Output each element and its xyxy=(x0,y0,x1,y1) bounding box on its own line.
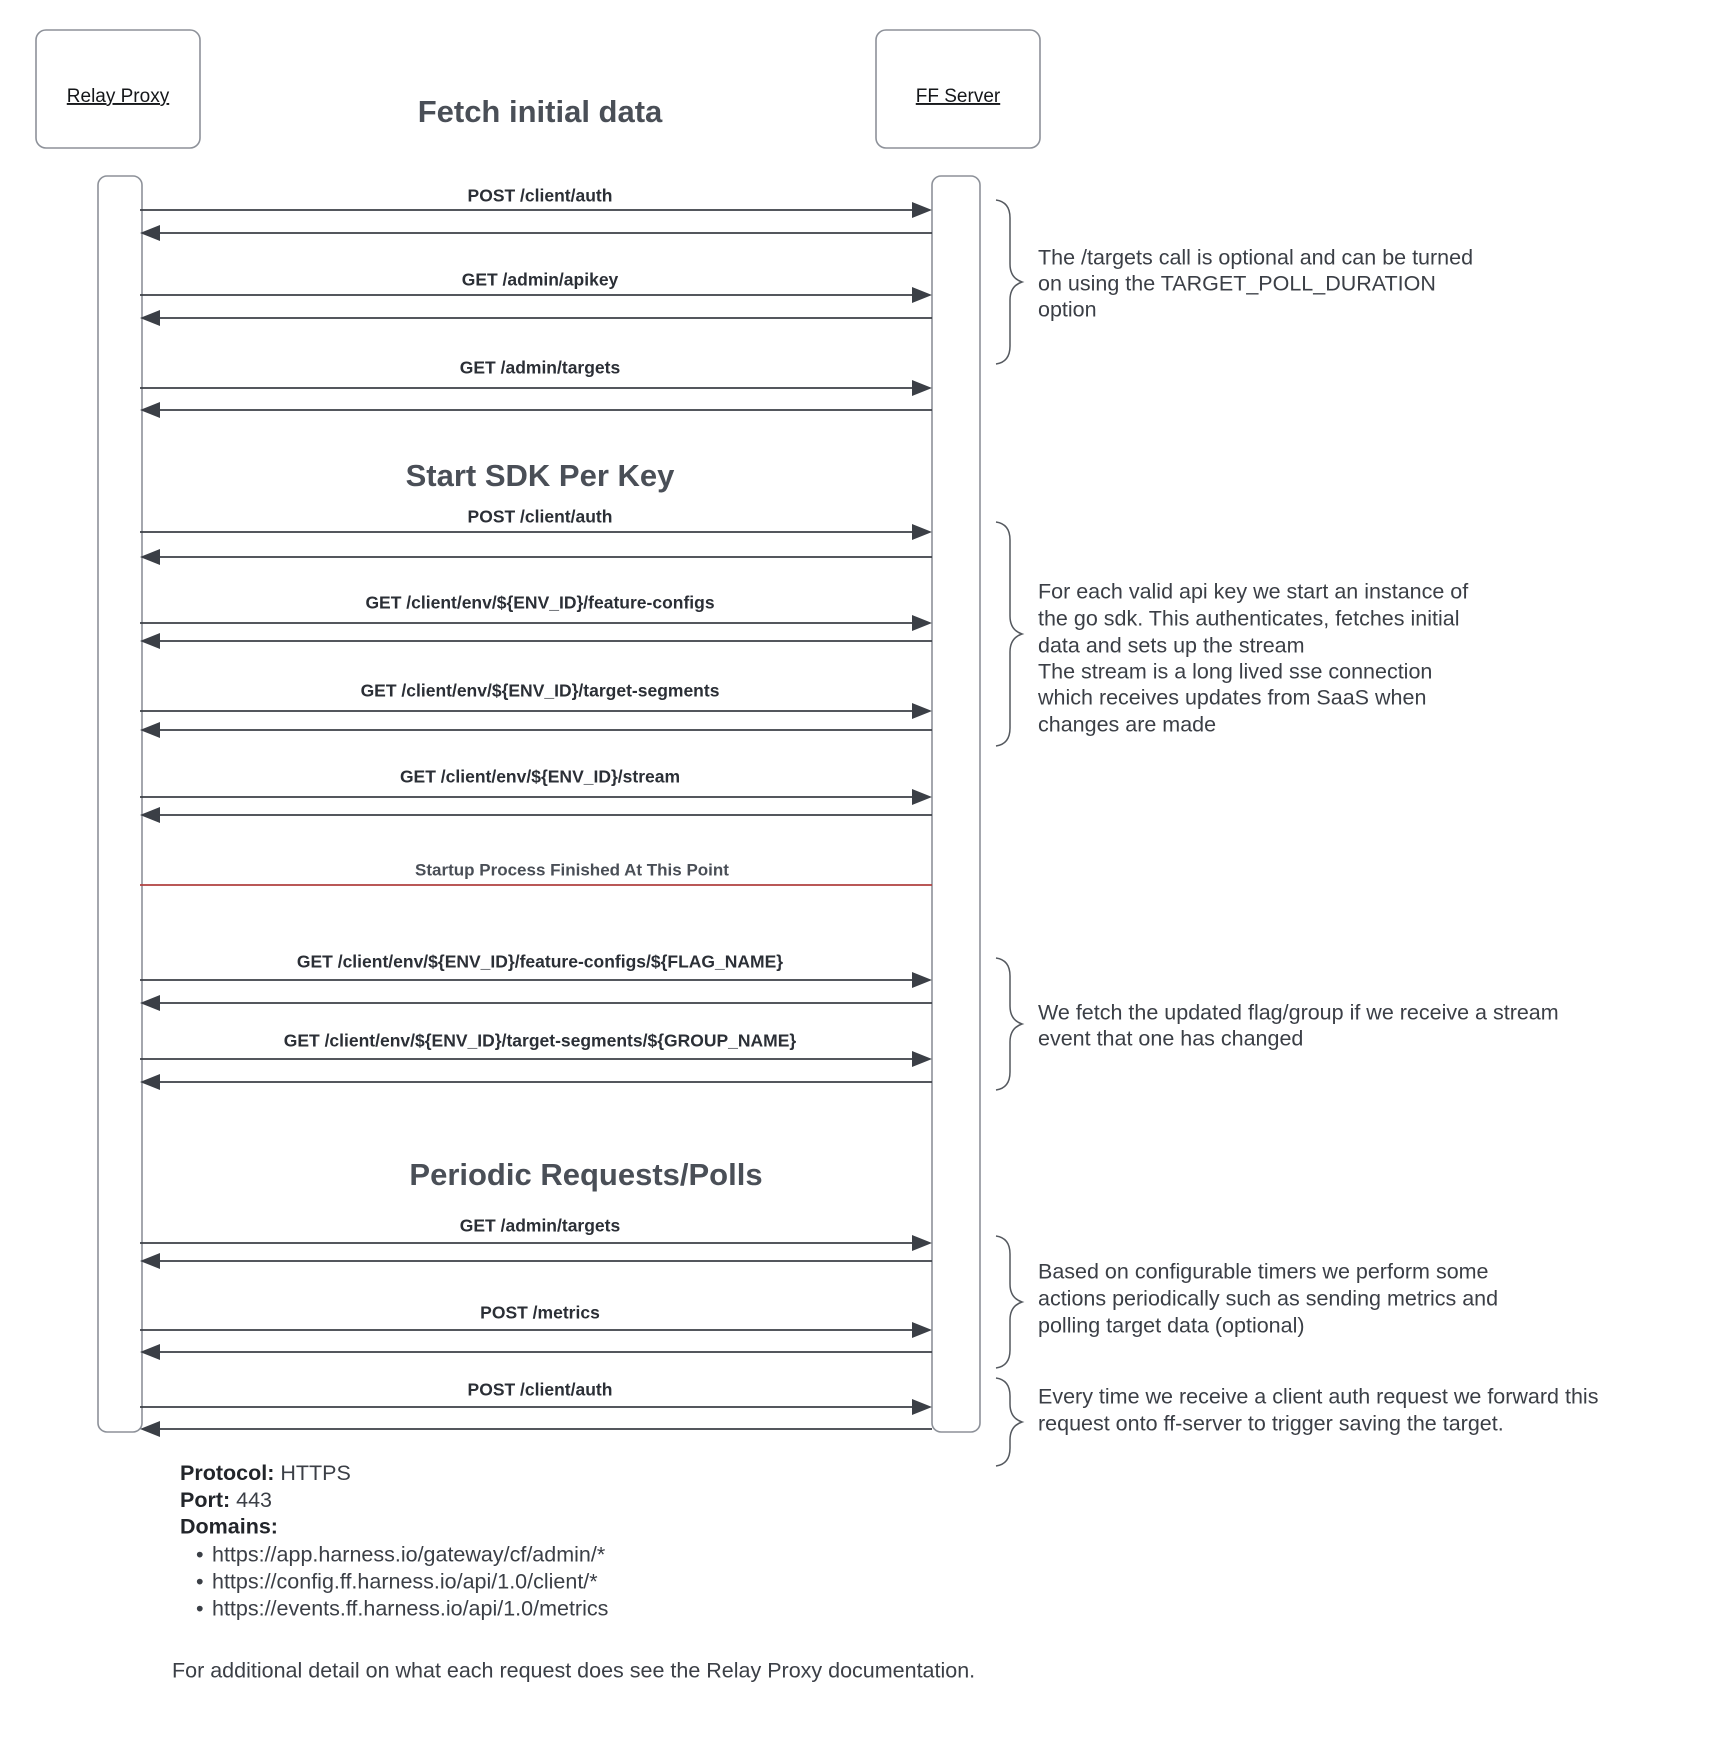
message-arrow-m11-request xyxy=(140,1322,932,1338)
message-arrow-m4-request xyxy=(140,524,932,540)
note-line-configurable-timers-1: Based on configurable timers we perform … xyxy=(1038,1260,1489,1284)
note-line-targets-optional-2: on using the TARGET_POLL_DURATION xyxy=(1038,272,1436,296)
participant-box-relay-proxy xyxy=(35,29,201,149)
message-arrow-m6-response xyxy=(140,722,932,738)
message-arrow-m5-response xyxy=(140,633,932,649)
footer-domain-item-1: https://app.harness.io/gateway/cf/admin/… xyxy=(212,1543,606,1567)
note-line-client-auth-forward-1: Every time we receive a client auth requ… xyxy=(1038,1385,1598,1409)
note-line-stream-event-1: We fetch the updated flag/group if we re… xyxy=(1038,1001,1559,1025)
message-label-m5: GET /client/env/${ENV_ID}/feature-config… xyxy=(365,593,714,613)
message-label-m2: GET /admin/apikey xyxy=(462,270,619,290)
footer-protocol-row: Protocol: HTTPS xyxy=(180,1461,351,1485)
note-line-sdk-instance-6: changes are made xyxy=(1038,713,1216,737)
message-arrow-m9-response xyxy=(140,1074,932,1090)
section-title-periodic-requests-polls: Periodic Requests/Polls xyxy=(409,1157,762,1192)
message-arrow-m3-request xyxy=(140,380,932,396)
message-arrow-m2-response xyxy=(140,310,932,326)
message-arrow-m2-request xyxy=(140,287,932,303)
message-label-m3: GET /admin/targets xyxy=(460,358,621,378)
note-line-sdk-instance-5: which receives updates from SaaS when xyxy=(1037,686,1426,710)
message-label-m10: GET /admin/targets xyxy=(460,1216,621,1236)
note-line-stream-event-2: event that one has changed xyxy=(1038,1027,1303,1051)
footer-domain-bullet-1: • xyxy=(196,1543,204,1567)
footer-port-key: Port: xyxy=(180,1488,230,1512)
note-line-client-auth-forward-2: request onto ff-server to trigger saving… xyxy=(1038,1412,1504,1436)
message-label-m12: POST /client/auth xyxy=(468,1380,613,1400)
note-line-sdk-instance-1: For each valid api key we start an insta… xyxy=(1038,580,1468,604)
message-label-m4: POST /client/auth xyxy=(468,507,613,527)
message-label-m11: POST /metrics xyxy=(480,1303,600,1323)
message-arrow-m7-response xyxy=(140,807,932,823)
footer-domain-item-2: https://config.ff.harness.io/api/1.0/cli… xyxy=(212,1570,598,1594)
note-brace-configurable-timers xyxy=(995,1235,1025,1369)
footer-domain-bullet-3: • xyxy=(196,1597,204,1621)
section-title-fetch-initial-data: Fetch initial data xyxy=(418,94,663,129)
footer-domain-item-3: https://events.ff.harness.io/api/1.0/met… xyxy=(212,1597,608,1621)
message-arrow-m1-request xyxy=(140,202,932,218)
message-arrow-m3-response xyxy=(140,402,932,418)
participant-label-relay-proxy: Relay Proxy xyxy=(67,86,170,107)
participant-box-ff-server xyxy=(875,29,1041,149)
footer-domain-bullet-2: • xyxy=(196,1570,204,1594)
note-line-sdk-instance-4: The stream is a long lived sse connectio… xyxy=(1038,660,1432,684)
message-arrow-m8-request xyxy=(140,972,932,988)
divider-label-startup-finished: Startup Process Finished At This Point xyxy=(415,860,729,879)
message-arrow-m11-response xyxy=(140,1344,932,1360)
note-brace-sdk-instance xyxy=(995,521,1025,747)
message-arrow-m5-request xyxy=(140,615,932,631)
message-arrow-m12-response xyxy=(140,1421,932,1437)
footer-closing-note: For additional detail on what each reque… xyxy=(172,1659,975,1683)
message-label-m1: POST /client/auth xyxy=(468,186,613,206)
note-line-targets-optional-1: The /targets call is optional and can be… xyxy=(1038,246,1473,270)
message-label-m6: GET /client/env/${ENV_ID}/target-segment… xyxy=(361,681,720,701)
message-arrow-m4-response xyxy=(140,549,932,565)
note-line-sdk-instance-3: data and sets up the stream xyxy=(1038,634,1305,658)
message-label-m7: GET /client/env/${ENV_ID}/stream xyxy=(400,767,680,787)
footer-protocol-value: HTTPS xyxy=(274,1461,350,1485)
message-arrow-m6-request xyxy=(140,703,932,719)
note-brace-stream-event xyxy=(995,957,1025,1091)
lifeline-relay-proxy xyxy=(97,175,143,1433)
footer-port-value: 443 xyxy=(230,1488,272,1512)
participant-label-ff-server: FF Server xyxy=(916,86,1001,107)
note-line-configurable-timers-3: polling target data (optional) xyxy=(1038,1314,1305,1338)
message-arrow-m9-request xyxy=(140,1051,932,1067)
note-line-sdk-instance-2: the go sdk. This authenticates, fetches … xyxy=(1038,607,1460,631)
footer-protocol-key: Protocol: xyxy=(180,1461,274,1485)
message-label-m9: GET /client/env/${ENV_ID}/target-segment… xyxy=(284,1031,797,1051)
message-arrow-m12-request xyxy=(140,1399,932,1415)
lifeline-ff-server xyxy=(931,175,981,1433)
message-arrow-m10-request xyxy=(140,1235,932,1251)
message-arrow-m10-response xyxy=(140,1253,932,1269)
message-arrow-m7-request xyxy=(140,789,932,805)
note-brace-targets-optional xyxy=(995,199,1025,365)
note-line-targets-optional-3: option xyxy=(1038,298,1097,322)
message-label-m8: GET /client/env/${ENV_ID}/feature-config… xyxy=(297,952,783,972)
footer-port-row: Port: 443 xyxy=(180,1488,272,1512)
footer-domains-key: Domains: xyxy=(180,1515,278,1539)
message-arrow-m8-response xyxy=(140,995,932,1011)
message-arrow-m1-response xyxy=(140,225,932,241)
section-title-start-sdk-per-key: Start SDK Per Key xyxy=(406,458,676,493)
note-brace-client-auth-forward xyxy=(995,1377,1025,1467)
note-line-configurable-timers-2: actions periodically such as sending met… xyxy=(1038,1287,1498,1311)
